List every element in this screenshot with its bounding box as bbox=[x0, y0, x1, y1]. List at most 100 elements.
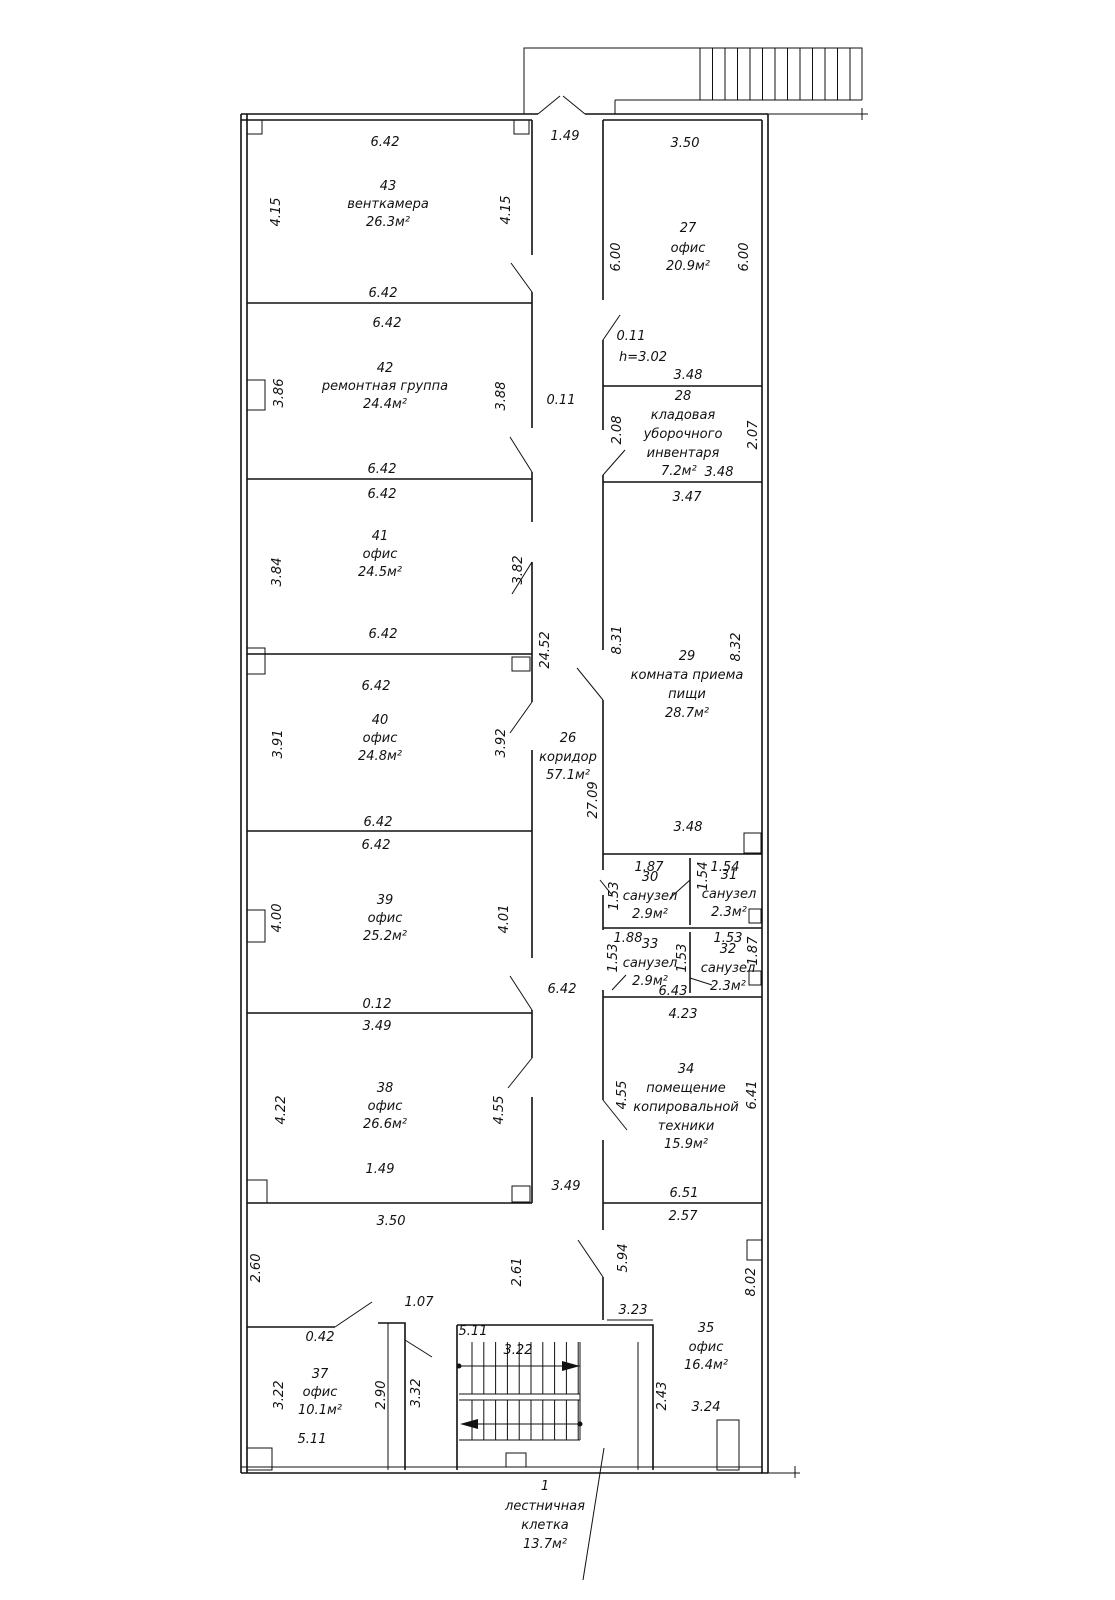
dimension-label: 3.48 bbox=[674, 368, 703, 383]
door-31[interactable] bbox=[669, 879, 691, 899]
door-32[interactable] bbox=[689, 977, 713, 986]
dimension-label: 6.42 bbox=[362, 838, 391, 853]
column-14 bbox=[246, 1447, 273, 1471]
room-name: офис bbox=[368, 911, 403, 926]
room-number: 26 bbox=[560, 731, 577, 746]
column-12 bbox=[748, 908, 762, 924]
room-name: санузел bbox=[702, 887, 757, 902]
room-name: офис bbox=[363, 731, 398, 746]
column-8 bbox=[511, 1185, 531, 1203]
room-label-42: 42 ремонтная группа 24.4м² bbox=[321, 361, 448, 412]
dimension-label: 3.92 bbox=[494, 729, 509, 758]
dimension-label: 0.12 bbox=[363, 997, 392, 1012]
dimension-label: 1.53 bbox=[675, 944, 690, 973]
door-35[interactable] bbox=[577, 1239, 604, 1278]
dimension-label: 6.43 bbox=[659, 984, 688, 999]
dimension-label: 8.02 bbox=[744, 1268, 759, 1297]
door-39[interactable] bbox=[509, 975, 533, 1011]
arrow-right-icon bbox=[562, 1361, 580, 1371]
room-label-41: 41 офис 24.5м² bbox=[358, 529, 402, 580]
column-7 bbox=[246, 1179, 268, 1204]
room-number: 31 bbox=[721, 868, 738, 883]
door-29[interactable] bbox=[576, 667, 604, 701]
door-stair[interactable] bbox=[404, 1339, 433, 1358]
room-label-38: 38 офис 26.6м² bbox=[363, 1081, 407, 1132]
dimension-label: 3.22 bbox=[504, 1343, 533, 1358]
room-area: 57.1м² bbox=[546, 768, 590, 783]
door-entrance-right[interactable] bbox=[562, 95, 586, 115]
room-area: 24.5м² bbox=[358, 565, 402, 580]
room-name: офис bbox=[671, 241, 706, 256]
dimension-label: 6.41 bbox=[745, 1081, 760, 1110]
room-label-34: 34 помещение копировальной техники 15.9м… bbox=[633, 1062, 738, 1152]
dimension-label: 5.94 bbox=[616, 1244, 631, 1273]
dimension-label: 6.42 bbox=[364, 815, 393, 830]
door-28[interactable] bbox=[602, 449, 626, 476]
door-41[interactable] bbox=[511, 561, 533, 595]
column-13 bbox=[748, 970, 762, 986]
dimension-label: 1.49 bbox=[366, 1162, 395, 1177]
room-area: 13.7м² bbox=[523, 1537, 567, 1552]
dimension-label: 3.24 bbox=[692, 1400, 721, 1415]
stairs bbox=[456, 48, 851, 1441]
dimension-label: 0.11 bbox=[617, 329, 646, 344]
dimension-label: 3.82 bbox=[511, 556, 526, 585]
door-38[interactable] bbox=[507, 1057, 533, 1089]
door-34[interactable] bbox=[602, 1099, 628, 1131]
door-27[interactable] bbox=[602, 314, 621, 341]
room-name: санузел bbox=[701, 961, 756, 976]
room-area: 10.1м² bbox=[298, 1403, 342, 1418]
door-entrance-left[interactable] bbox=[537, 95, 561, 115]
dimension-label: 3.23 bbox=[619, 1303, 648, 1318]
column-1 bbox=[246, 119, 263, 135]
room-number: 39 bbox=[377, 893, 394, 908]
room-name-3: техники bbox=[658, 1119, 715, 1134]
column-4 bbox=[246, 647, 266, 675]
room-name-2: клетка bbox=[521, 1518, 569, 1533]
room-name-2: пищи bbox=[668, 687, 706, 702]
dimension-label: 6.42 bbox=[371, 135, 400, 150]
room-area: 15.9м² bbox=[664, 1137, 708, 1152]
dimension-label: 3.48 bbox=[674, 820, 703, 835]
room-number: 35 bbox=[698, 1321, 715, 1336]
dimension-label: 3.48 bbox=[705, 465, 734, 480]
door-30[interactable] bbox=[599, 879, 613, 896]
column-15 bbox=[505, 1452, 527, 1468]
dimension-label: 3.47 bbox=[673, 490, 703, 505]
room-name: кладовая bbox=[651, 408, 716, 423]
partition-37-right-top bbox=[378, 1322, 406, 1340]
dimension-label: 3.50 bbox=[377, 1214, 406, 1229]
door-42[interactable] bbox=[509, 436, 533, 473]
dimension-label: 6.42 bbox=[369, 286, 398, 301]
room-number: 37 bbox=[312, 1367, 329, 1382]
dimension-label: 2.08 bbox=[610, 416, 625, 445]
room-label-40: 40 офис 24.8м² bbox=[358, 713, 402, 764]
door-37[interactable] bbox=[334, 1301, 373, 1328]
door-43[interactable] bbox=[510, 262, 533, 293]
dimension-label: 3.49 bbox=[552, 1179, 581, 1194]
room-label-39: 39 офис 25.2м² bbox=[363, 893, 407, 944]
door-40[interactable] bbox=[509, 701, 533, 734]
room-number: 43 bbox=[380, 179, 397, 194]
room-area: 25.2м² bbox=[363, 929, 407, 944]
room-name: помещение bbox=[646, 1081, 725, 1096]
room-number: 41 bbox=[372, 529, 389, 544]
room-label-28: 28 кладовая уборочного инвентаря 7.2м² bbox=[643, 389, 723, 479]
column-10 bbox=[746, 1239, 763, 1261]
room-area: 28.7м² bbox=[665, 706, 709, 721]
dimension-label: 4.15 bbox=[269, 198, 284, 227]
room-label-27: 27 офис 20.9м² bbox=[666, 221, 710, 274]
room-label-32: 32 санузел 2.3м² bbox=[701, 942, 756, 994]
room-name-2: уборочного bbox=[643, 427, 723, 442]
room-area: 26.3м² bbox=[366, 215, 410, 230]
room-number: 34 bbox=[678, 1062, 695, 1077]
room-number: 33 bbox=[642, 937, 659, 952]
dimension-label: 1.87 bbox=[746, 936, 761, 966]
column-11 bbox=[716, 1419, 740, 1471]
door-33[interactable] bbox=[611, 974, 627, 991]
dimension-label: 27.09 bbox=[586, 781, 601, 818]
room-name: санузел bbox=[623, 956, 678, 971]
arrow-left-icon bbox=[460, 1419, 478, 1429]
column-6 bbox=[246, 909, 266, 943]
room-label-26: 26 коридор 57.1м² bbox=[539, 731, 597, 783]
